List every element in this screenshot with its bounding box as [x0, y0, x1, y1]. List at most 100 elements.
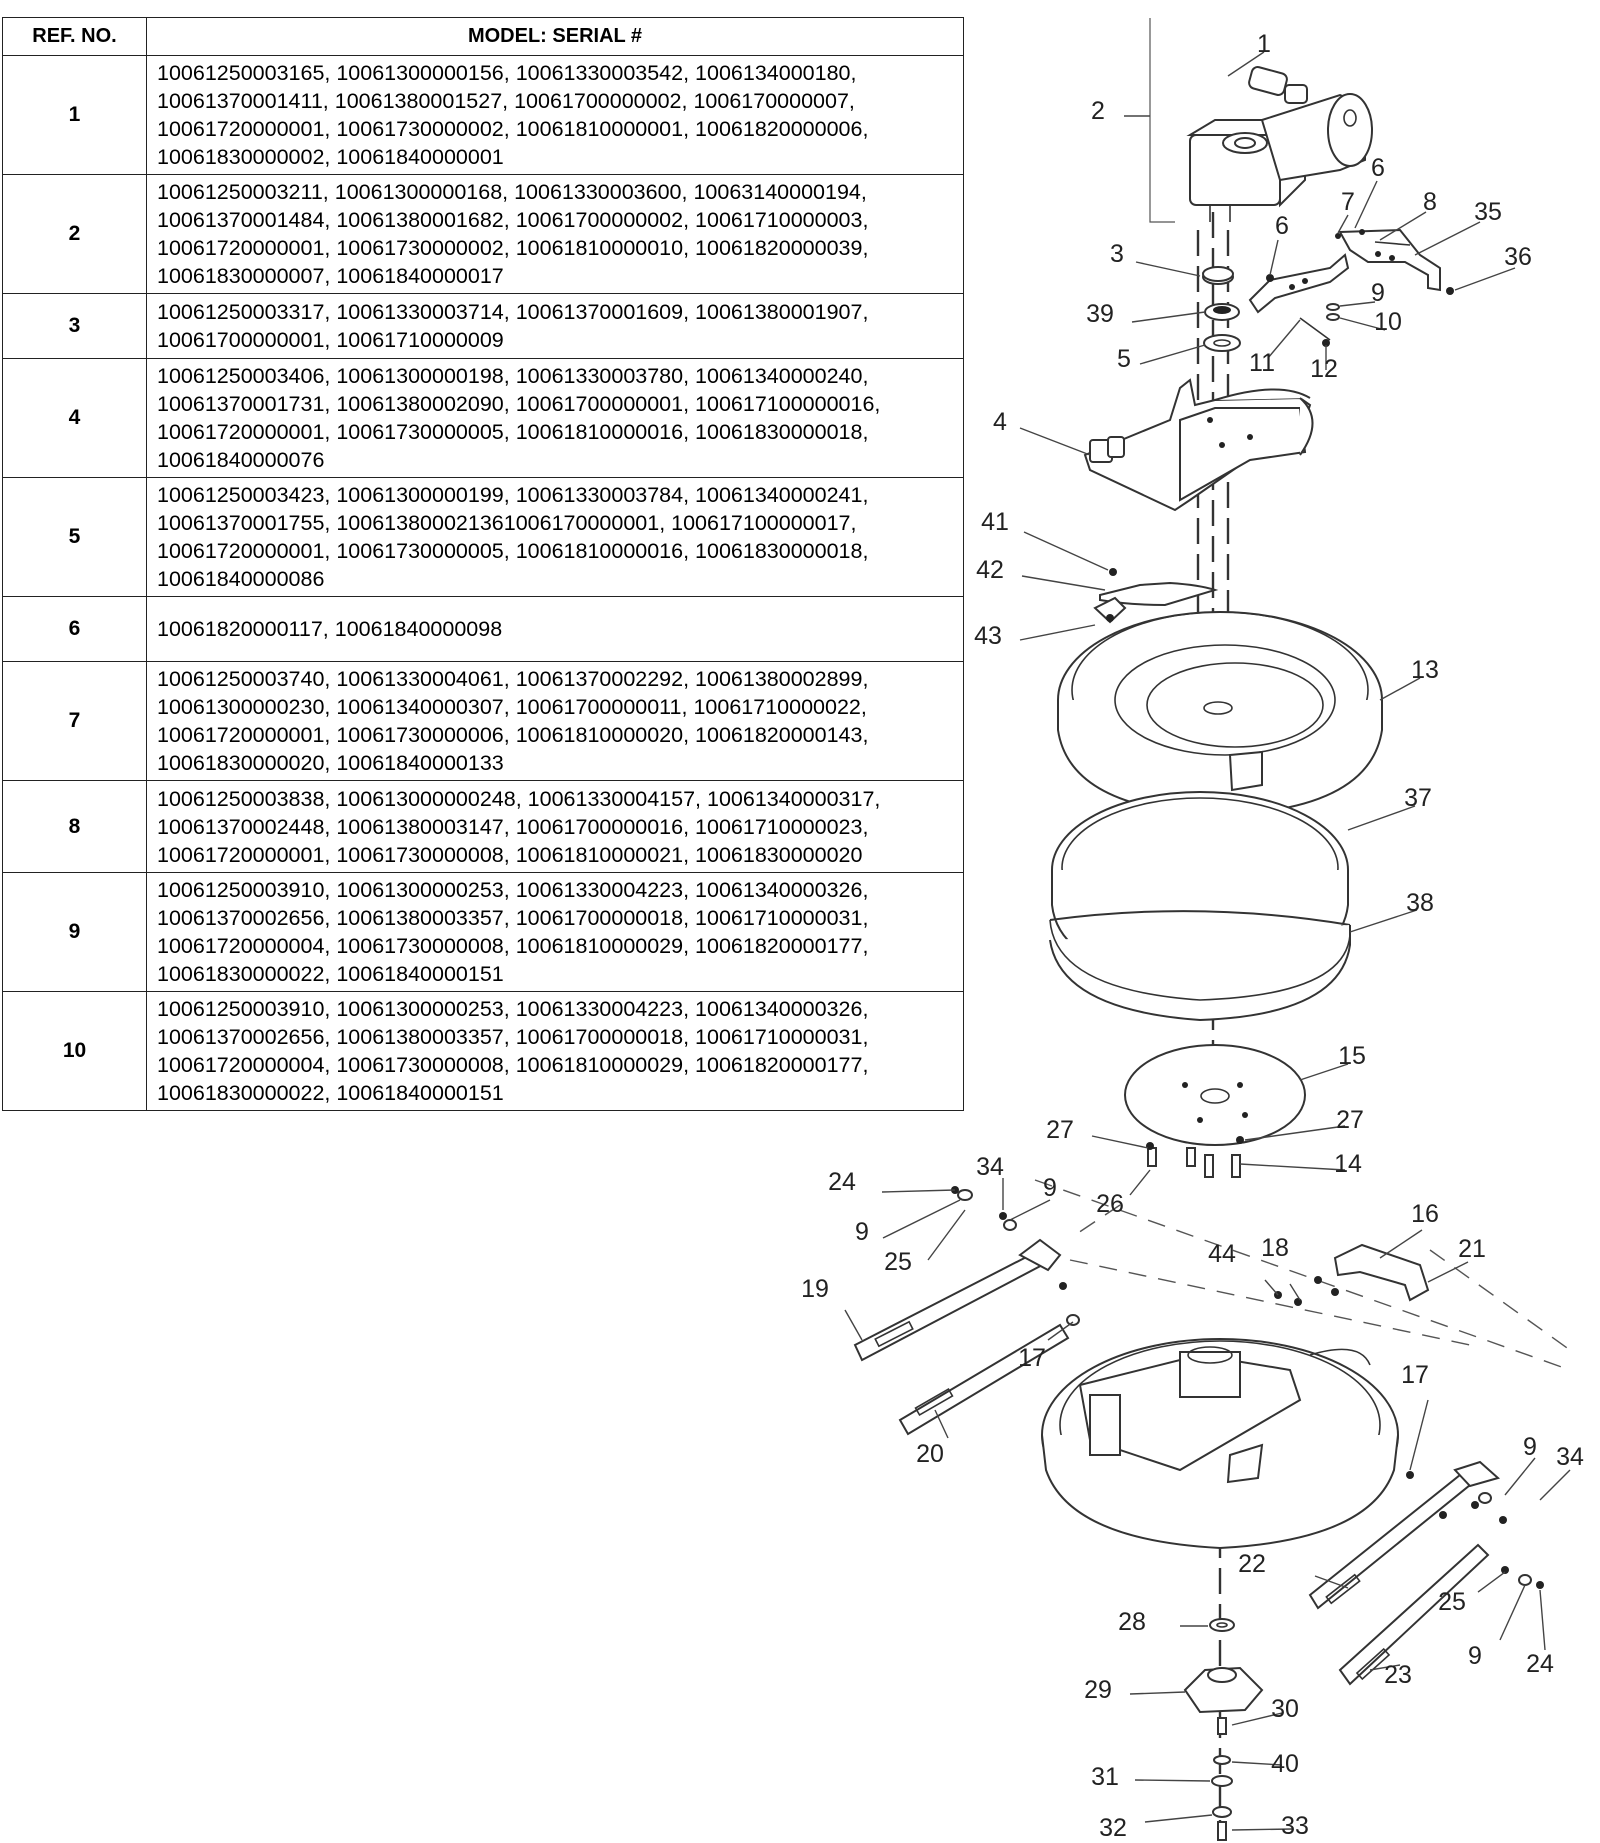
serial-line: 10061370001731, 10061380002090, 10061700… [157, 392, 881, 416]
serial-line: 10061720000001, 10061730000002, 10061810… [157, 117, 869, 141]
ref-no-cell: 6 [2, 596, 147, 662]
serial-line: 10061830000022, 10061840000151 [157, 1081, 504, 1105]
ref-no-cell: 7 [2, 661, 147, 781]
serial-line: 10061720000001, 10061730000005, 10061810… [157, 539, 869, 563]
serial-line: 10061250003406, 10061300000198, 10061330… [157, 364, 869, 388]
callout-label: 34 [976, 1153, 1004, 1181]
lower-ring-part [1049, 910, 1351, 1022]
table-row: 8 10061250003838, 100613000000248, 100613… [2, 780, 964, 873]
table-row: 2 10061250003211, 10061300000168, 1006133… [2, 174, 964, 294]
callout-label: 19 [801, 1275, 829, 1303]
callout-label: 8 [1423, 188, 1437, 216]
callout-label: 20 [916, 1440, 944, 1468]
serial-line: 10061250003910, 10061300000253, 10061330… [157, 878, 869, 902]
serial-line: 10061300000230, 10061340000307, 10061700… [157, 695, 867, 719]
callout-label: 25 [1438, 1588, 1466, 1616]
callout-leader-lines [844, 51, 1571, 1831]
serial-line: 10061720000001, 10061730000002, 10061810… [157, 236, 869, 260]
ref-no-cell: 9 [2, 872, 147, 992]
callout-label: 30 [1271, 1695, 1299, 1723]
serial-cell: 10061250003423, 10061300000199, 10061330… [146, 477, 964, 597]
callout-label: 40 [1271, 1750, 1299, 1778]
callout-label: 26 [1096, 1190, 1124, 1218]
callout-label: 21 [1458, 1235, 1486, 1263]
serial-line: 10061830000002, 10061840000001 [157, 145, 504, 169]
callout-label: 9 [1523, 1433, 1537, 1461]
callout-label: 11 [1249, 349, 1275, 377]
callout-label: 24 [828, 1168, 856, 1196]
serial-cell: 10061250003910, 10061300000253, 10061330… [146, 991, 964, 1111]
serial-cell: 10061250003406, 10061300000198, 10061330… [146, 358, 964, 478]
callout-label: 2 [1091, 97, 1105, 125]
serial-line: 10061250003910, 10061300000253, 10061330… [157, 997, 869, 1021]
callout-label: 41 [981, 508, 1009, 536]
ref-serial-table: REF. NO. MODEL: SERIAL # 1 10061250003165… [2, 17, 964, 1111]
callout-label: 31 [1091, 1763, 1119, 1791]
callout-label: 33 [1281, 1812, 1309, 1840]
callout-label: 5 [1117, 345, 1131, 373]
callout-label: 27 [1336, 1106, 1364, 1134]
callout-label: 35 [1474, 198, 1502, 226]
serial-line: 10061840000086 [157, 567, 325, 591]
callout-label: 9 [855, 1218, 869, 1246]
callout-label: 22 [1238, 1550, 1266, 1578]
ref-no-header: REF. NO. [2, 17, 147, 56]
table-row: 6 10061820000117, 10061840000098 [2, 596, 964, 662]
serial-line: 10061370001484, 10061380001682, 10061700… [157, 208, 869, 232]
link-arm-left-part [853, 1186, 1080, 1436]
serial-cell: 10061250003211, 10061300000168, 10061330… [146, 174, 964, 294]
callout-label: 39 [1086, 300, 1114, 328]
callout-label: 9 [1043, 1174, 1057, 1202]
serial-line: 10061250003740, 10061330004061, 10061370… [157, 667, 869, 691]
serial-line: 10061830000007, 10061840000017 [157, 264, 504, 288]
callout-label: 17 [1018, 1344, 1046, 1372]
table-row: 7 10061250003740, 10061330004061, 1006137… [2, 661, 964, 781]
callout-label: 36 [1504, 243, 1532, 271]
link-arm-right-part [1308, 1460, 1544, 1686]
ref-no-cell: 1 [2, 55, 147, 175]
serial-line: 10061250003838, 100613000000248, 1006133… [157, 786, 881, 811]
serial-line: 10061720000004, 10061730000008, 10061810… [157, 1053, 869, 1077]
ref-no-cell: 4 [2, 358, 147, 478]
ref-no-cell: 2 [2, 174, 147, 294]
callout-label: 6 [1275, 212, 1289, 240]
callout-label: 13 [1411, 656, 1439, 684]
serial-cell: 10061250003740, 10061330004061, 10061370… [146, 661, 964, 781]
ref-no-cell: 8 [2, 780, 147, 873]
ref-no-cell: 5 [2, 477, 147, 597]
serial-line: 10061250003211, 10061300000168, 10061330… [157, 180, 867, 204]
callout-label: 28 [1118, 1608, 1146, 1636]
serial-cell: 10061250003317, 10061330003714, 10061370… [146, 293, 964, 359]
table-body: 1 10061250003165, 10061300000156, 1006133… [2, 55, 964, 1111]
serial-line: 10061720000001, 10061730000008, 10061810… [157, 842, 863, 867]
ref-no-cell: 3 [2, 293, 147, 359]
serial-line: 10061370002656, 10061380003357, 10061700… [157, 1025, 869, 1049]
callout-label: 7 [1341, 188, 1355, 216]
serial-cell: 10061250003165, 10061300000156, 10061330… [146, 55, 964, 175]
callout-label: 4 [993, 408, 1007, 436]
drum-top-part [1057, 611, 1383, 817]
motor-gearbox-part [1149, 18, 1373, 223]
serial-line: 10061250003165, 10061300000156, 10061330… [157, 61, 857, 85]
callout-label: 9 [1468, 1642, 1482, 1670]
callout-label: 23 [1384, 1661, 1412, 1689]
table-row: 9 10061250003910, 10061300000253, 1006133… [2, 872, 964, 992]
callout-label: 12 [1310, 355, 1338, 383]
callout-label: 43 [974, 622, 1002, 650]
callout-label: 34 [1556, 1443, 1584, 1471]
serial-line: 10061820000117, 10061840000098 [157, 617, 503, 641]
callout-label: 27 [1046, 1116, 1074, 1144]
table-header-row: REF. NO. MODEL: SERIAL # [2, 17, 964, 56]
callout-label: 15 [1338, 1042, 1366, 1070]
callout-label: 3 [1110, 240, 1124, 268]
serial-line: 10061830000022, 10061840000151 [157, 962, 504, 986]
callout-label: 14 [1334, 1150, 1362, 1178]
serial-line: 10061370001755, 100613800021361006170000… [157, 511, 857, 535]
callout-label: 24 [1526, 1650, 1554, 1678]
serial-line: 10061720000001, 10061730000006, 10061810… [157, 723, 869, 747]
serial-line: 10061720000001, 10061730000005, 10061810… [157, 420, 869, 444]
callout-label: 29 [1084, 1676, 1112, 1704]
